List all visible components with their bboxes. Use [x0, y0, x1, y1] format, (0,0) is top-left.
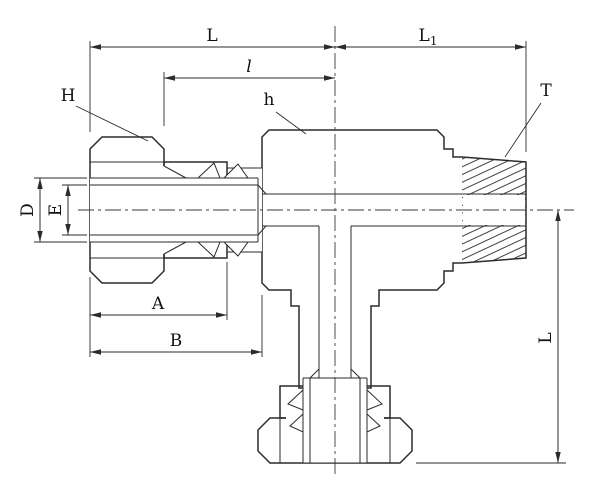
centerlines — [78, 26, 574, 478]
left-nut-hex — [89, 136, 165, 284]
ferrule — [222, 163, 249, 179]
label-L1: L1 — [419, 26, 438, 48]
label-E: E — [46, 204, 66, 216]
dimension-labels: L L1 l H h T D E A B L — [18, 26, 556, 351]
ferrules — [196, 162, 383, 433]
ferrule — [366, 412, 381, 433]
leader-h — [275, 111, 307, 135]
label-l-inner: l — [246, 57, 251, 77]
label-L1-main: L — [419, 26, 430, 46]
ferrule — [366, 388, 383, 411]
label-T: T — [540, 81, 552, 101]
ferrule — [222, 241, 249, 257]
leader-T — [504, 102, 542, 158]
leader-H — [75, 105, 149, 142]
label-L1-sub: 1 — [430, 34, 438, 48]
label-A: A — [151, 294, 165, 314]
label-h: h — [264, 90, 275, 110]
ferrule — [287, 388, 304, 411]
body-outline — [261, 129, 527, 389]
label-H: H — [61, 86, 76, 106]
dimension-lines — [34, 41, 566, 464]
ferrule — [289, 412, 304, 433]
label-D: D — [18, 203, 38, 217]
ferrule — [196, 241, 221, 258]
bottom-nut-hex — [257, 417, 413, 464]
label-L-vertical: L — [536, 332, 556, 343]
ferrule — [196, 162, 221, 179]
label-B: B — [170, 331, 183, 351]
label-L-top: L — [206, 26, 217, 46]
